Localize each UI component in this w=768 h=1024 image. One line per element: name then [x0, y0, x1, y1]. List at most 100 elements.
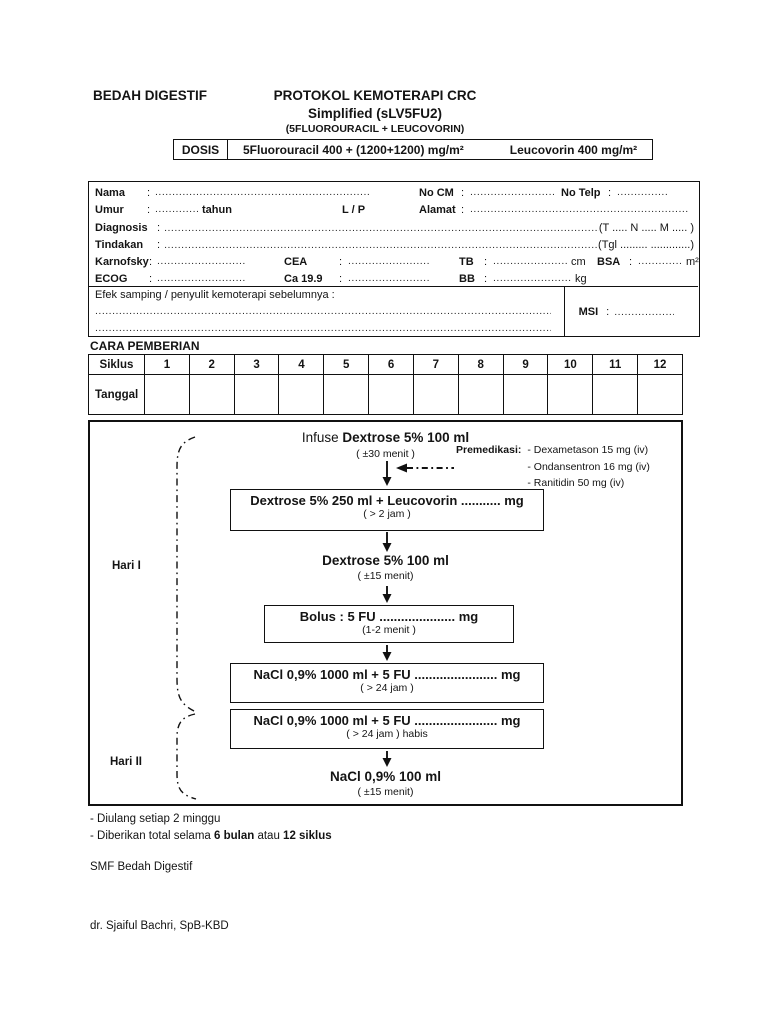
field-dots-bsa: ........................................…	[638, 255, 682, 268]
flow-box-nacl-day2: NaCl 0,9% 1000 ml + 5 FU ...............…	[230, 709, 544, 749]
field-label-bb: BB	[459, 273, 475, 286]
tanggal-cell-3	[233, 374, 280, 415]
tanggal-row-label: Tanggal	[88, 374, 145, 415]
tanggal-cell-4	[278, 374, 325, 415]
premedication-block: Premedikasi: - Dexametason 15 mg (iv) - …	[456, 442, 680, 492]
flow-box-bolus: Bolus : 5 FU ..................... mg (1…	[264, 605, 514, 643]
flow-box-nacl-day1-duration: ( > 24 jam )	[360, 682, 414, 694]
colon: :	[461, 204, 465, 217]
field-dots-nama: ........................................…	[155, 186, 369, 198]
field-label-bsa: BSA	[597, 256, 621, 269]
flow-step1-duration: ( ±30 menit )	[356, 448, 415, 460]
field-label-tahun: tahun	[202, 204, 232, 217]
tanggal-cell-8	[457, 374, 504, 415]
dosis-value-leucovorin: Leucovorin 400 mg/m²	[509, 142, 638, 157]
field-label-tindakan: Tindakan	[95, 238, 144, 251]
siklus-col-header: Siklus	[88, 354, 145, 375]
cycle-3-header: 3	[233, 354, 280, 375]
flow-box-nacl-day1-main: NaCl 0,9% 1000 ml + 5 FU ...............…	[253, 667, 521, 682]
field-dots-msi: ........................................…	[614, 306, 675, 318]
flow-step1-prefix: Infuse	[301, 430, 343, 445]
dosis-value-fluorouracil: 5Fluorouracil 400 + (1200+1200) mg/m²	[243, 142, 464, 157]
diagnosis-tnm-suffix: (T ..... N ..... M ..... )	[598, 221, 694, 234]
tanggal-cell-7	[412, 374, 459, 415]
field-label-alamat: Alamat	[419, 204, 456, 217]
flow-box-nacl-day2-duration: ( > 24 jam ) habis	[346, 728, 428, 740]
tanggal-cell-6	[368, 374, 414, 415]
colon: :	[147, 187, 151, 199]
colon: :	[149, 256, 153, 269]
unit-kg: kg	[575, 273, 587, 286]
flow-step2-main: Dextrose 5% 100 ml	[322, 553, 449, 568]
flow-box-bolus-main: Bolus : 5 FU ..................... mg	[299, 609, 479, 624]
row-ecog: ECOG : .................................…	[89, 271, 699, 288]
efek-samping-title: Efek samping / penyulit kemoterapi sebel…	[95, 289, 335, 301]
tanggal-cell-5	[323, 374, 370, 415]
document-title: PROTOKOL KEMOTERAPI CRC	[273, 88, 477, 103]
hari2-label: Hari II	[110, 756, 142, 768]
dosis-table: DOSIS 5Fluorouracil 400 + (1200+1200) mg…	[173, 139, 654, 160]
note-total-months: 6 bulan	[214, 830, 255, 842]
colon: :	[608, 187, 612, 199]
field-label-umur: Umur	[95, 204, 124, 217]
field-dots-diagnosis: ........................................…	[164, 221, 599, 234]
note-total-prefix: - Diberikan total selama	[90, 830, 214, 842]
arrow-down-icon	[382, 645, 392, 661]
cycle-2-header: 2	[188, 354, 235, 375]
arrow-down-icon	[382, 461, 392, 486]
field-dots-umur: ........................................…	[155, 203, 199, 216]
row-tindakan: Tindakan : .............................…	[89, 237, 699, 254]
field-dots-tindakan: ........................................…	[164, 238, 599, 251]
field-dots-karnofsky: ........................................…	[157, 255, 245, 268]
efek-dots-line1: ........................................…	[95, 305, 551, 317]
drug-combination-subtitle: (5FLUOROURACIL + LEUCOVORIN)	[285, 123, 465, 135]
field-label-tb: TB	[459, 256, 474, 269]
flow-box-nacl-day2-main: NaCl 0,9% 1000 ml + 5 FU ...............…	[253, 713, 521, 728]
hari2-brace-icon	[176, 713, 197, 800]
flowchart-box: Infuse Dextrose 5% 100 ml ( ±30 menit ) …	[88, 420, 683, 806]
hari1-brace-icon	[176, 436, 197, 713]
flow-step2-duration: ( ±15 menit)	[357, 570, 414, 582]
flow-box-leucovorin-main: Dextrose 5% 250 ml + Leucovorin ........…	[250, 493, 524, 508]
efek-dots-line2: ........................................…	[95, 322, 551, 334]
colon: :	[339, 273, 343, 286]
colon: :	[157, 238, 161, 251]
cycle-4-header: 4	[278, 354, 325, 375]
smf-unit-label: SMF Bedah Digestif	[90, 861, 193, 873]
premedication-item: - Ondansentron 16 mg (iv)	[527, 460, 650, 473]
dosis-values: 5Fluorouracil 400 + (1200+1200) mg/m² Le…	[228, 140, 652, 159]
msi-cell: MSI : ..................................…	[563, 287, 698, 336]
note-total-mid: atau	[254, 830, 284, 842]
arrow-down-icon	[382, 532, 392, 552]
dash-dot-arrow-left-icon	[396, 463, 454, 473]
cycle-12-header: 12	[637, 354, 683, 375]
colon: :	[157, 221, 161, 234]
premedication-items: - Dexametason 15 mg (iv) - Ondansentron …	[527, 442, 650, 492]
tanggal-cell-2	[188, 374, 235, 415]
siklus-header-row: Siklus 1 2 3 4 5 6 7 8 9 10 11 12	[88, 354, 683, 375]
arrow-down-icon	[382, 751, 392, 767]
efek-samping-left: Efek samping / penyulit kemoterapi sebel…	[89, 287, 564, 336]
tindakan-tgl-suffix: (Tgl ......... .............)	[598, 238, 694, 251]
field-dots-bb: ........................................…	[493, 272, 571, 285]
cycle-6-header: 6	[368, 354, 414, 375]
field-label-ecog: ECOG	[95, 273, 128, 286]
cycle-1-header: 1	[144, 354, 190, 375]
tanggal-cell-11	[592, 374, 639, 415]
efek-samping-section: Efek samping / penyulit kemoterapi sebel…	[89, 286, 698, 336]
colon: :	[339, 256, 343, 269]
flow-box-leucovorin: Dextrose 5% 250 ml + Leucovorin ........…	[230, 489, 544, 531]
flow-box-nacl-day1: NaCl 0,9% 1000 ml + 5 FU ...............…	[230, 663, 544, 703]
colon: :	[147, 204, 151, 217]
field-label-cea: CEA	[284, 256, 308, 269]
cara-pemberian-heading: CARA PEMBERIAN	[90, 339, 200, 353]
premedication-item: - Ranitidin 50 mg (iv)	[527, 477, 625, 489]
colon: :	[149, 273, 153, 286]
field-dots-ecog: ........................................…	[157, 272, 245, 285]
colon: :	[629, 256, 633, 269]
department-title: BEDAH DIGESTIF	[93, 88, 208, 103]
unit-cm: cm	[571, 256, 586, 269]
field-dots-ca199: ........................................…	[348, 272, 430, 285]
field-label-msi: MSI	[578, 305, 599, 318]
